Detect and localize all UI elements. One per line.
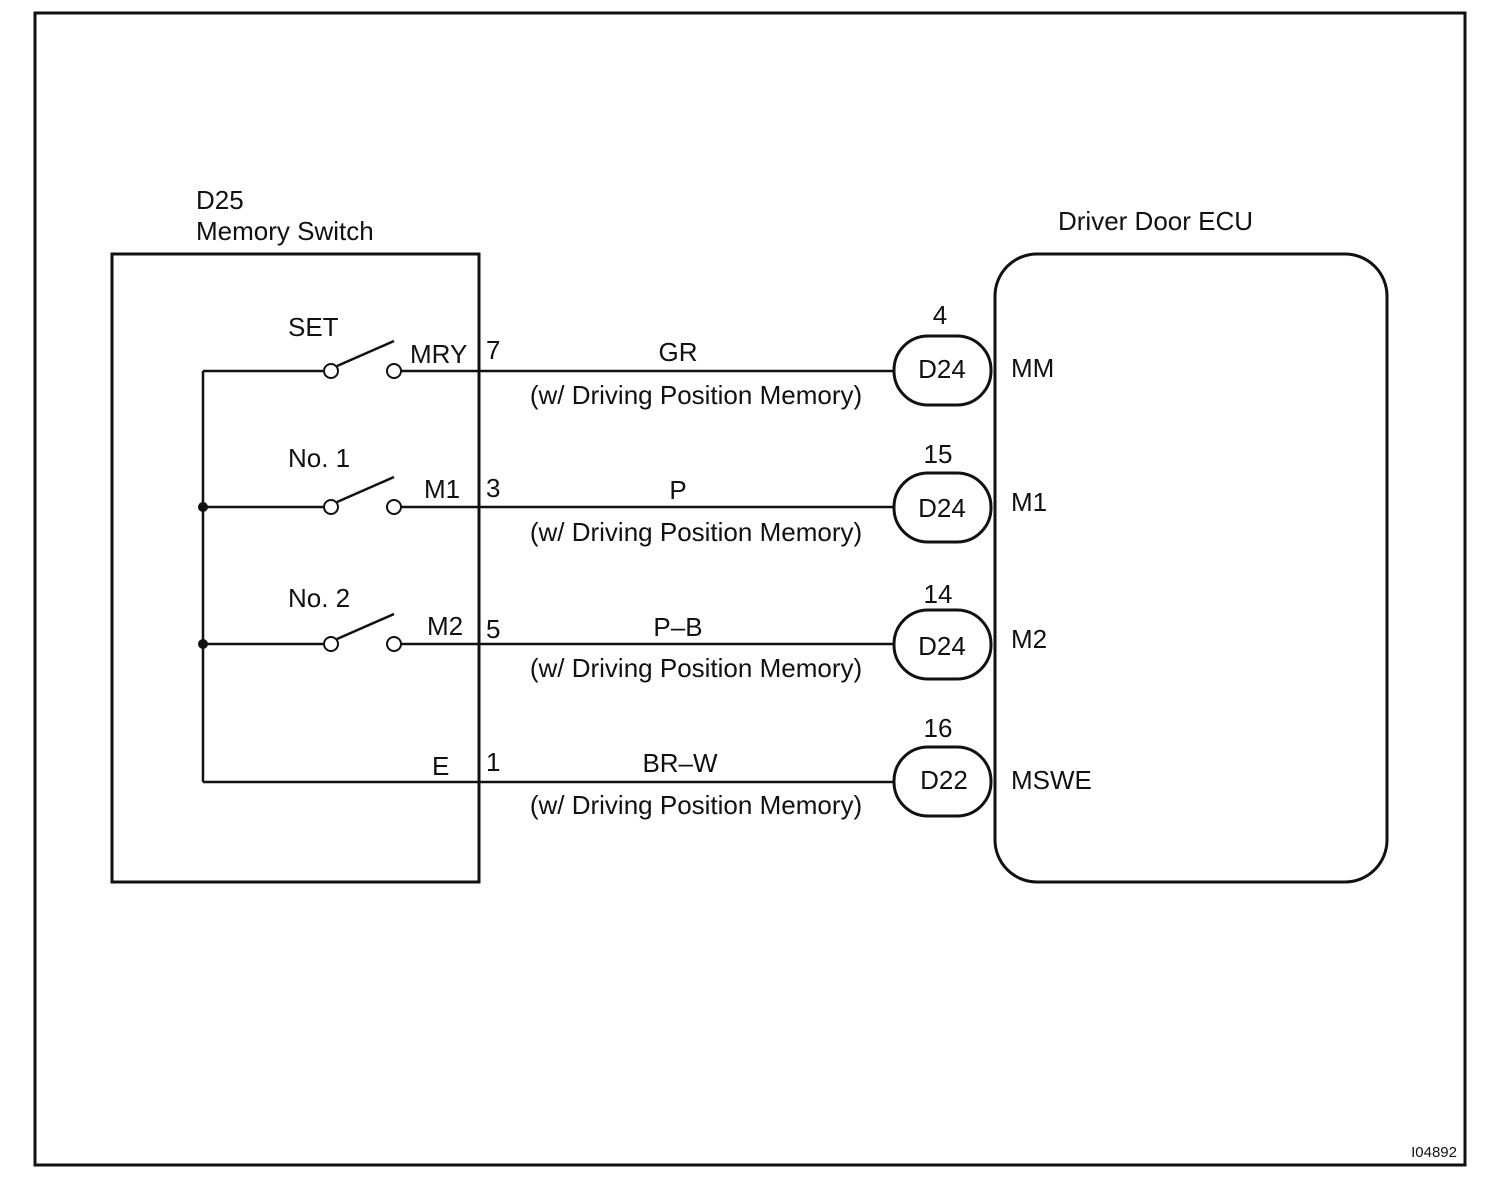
condition-label: (w/ Driving Position Memory) [530, 380, 862, 410]
wire-color-label: P [669, 475, 686, 505]
switch-blade [336, 339, 395, 368]
circuit-no1: No. 1 M1 3 P (w/ Driving Position Memory… [203, 439, 1047, 547]
switch-terminal-label: MRY [410, 339, 467, 369]
switch-blade [336, 475, 395, 504]
figure-id-label: I04892 [1411, 1144, 1457, 1161]
switch-contact [386, 636, 402, 652]
memory-switch-name-label: Memory Switch [196, 216, 374, 246]
memory-switch-box [110, 252, 481, 884]
switch-label: No. 2 [288, 583, 350, 613]
switch-terminal-label: M1 [424, 474, 460, 504]
ecu-box [993, 252, 1389, 884]
connector-capsule [892, 334, 993, 407]
ecu-terminal-label: MSWE [1011, 765, 1092, 795]
switch-pin-label: 7 [486, 335, 500, 365]
switch-contact [323, 636, 339, 652]
ecu-pin-label: 15 [924, 439, 953, 469]
connector-label: D24 [918, 354, 966, 384]
wire-color-label: GR [659, 337, 698, 367]
connector-capsule [892, 608, 993, 681]
connector-label: D22 [920, 765, 968, 795]
ecu-pin-label: 14 [924, 579, 953, 609]
switch-label: SET [288, 312, 339, 342]
ecu-terminal-label: M1 [1011, 487, 1047, 517]
switch-contact [386, 499, 402, 515]
switch-pin-label: 5 [486, 614, 500, 644]
circuit-no2: No. 2 M2 5 P–B (w/ Driving Position Memo… [203, 579, 1047, 683]
switch-pin-label: 1 [486, 747, 500, 777]
connector-capsule [892, 745, 993, 818]
wire-color-label: P–B [653, 612, 702, 642]
condition-label: (w/ Driving Position Memory) [530, 517, 862, 547]
switch-contact [323, 363, 339, 379]
ecu-name-label: Driver Door ECU [1058, 206, 1253, 236]
circuit-ground: E 1 BR–W (w/ Driving Position Memory) 16… [203, 713, 1092, 820]
switch-blade [336, 612, 395, 641]
connector-label: D24 [918, 493, 966, 523]
ecu-terminal-label: M2 [1011, 624, 1047, 654]
wire-color-label: BR–W [642, 748, 718, 778]
switch-label: No. 1 [288, 443, 350, 473]
connector-capsule [892, 471, 993, 544]
ecu-pin-label: 4 [933, 300, 947, 330]
switch-pin-label: 3 [486, 473, 500, 503]
condition-label: (w/ Driving Position Memory) [530, 790, 862, 820]
switch-contact [386, 363, 402, 379]
connector-label: D24 [918, 631, 966, 661]
switch-terminal-label: E [432, 751, 449, 781]
memory-switch-connector-label: D25 [196, 185, 244, 215]
circuit-set: SET MRY 7 GR (w/ Driving Position Memory… [203, 300, 1054, 410]
outer-frame [33, 11, 1467, 1167]
condition-label: (w/ Driving Position Memory) [530, 653, 862, 683]
switch-terminal-label: M2 [427, 611, 463, 641]
ecu-terminal-label: MM [1011, 353, 1054, 383]
ecu-pin-label: 16 [924, 713, 953, 743]
switch-contact [323, 499, 339, 515]
